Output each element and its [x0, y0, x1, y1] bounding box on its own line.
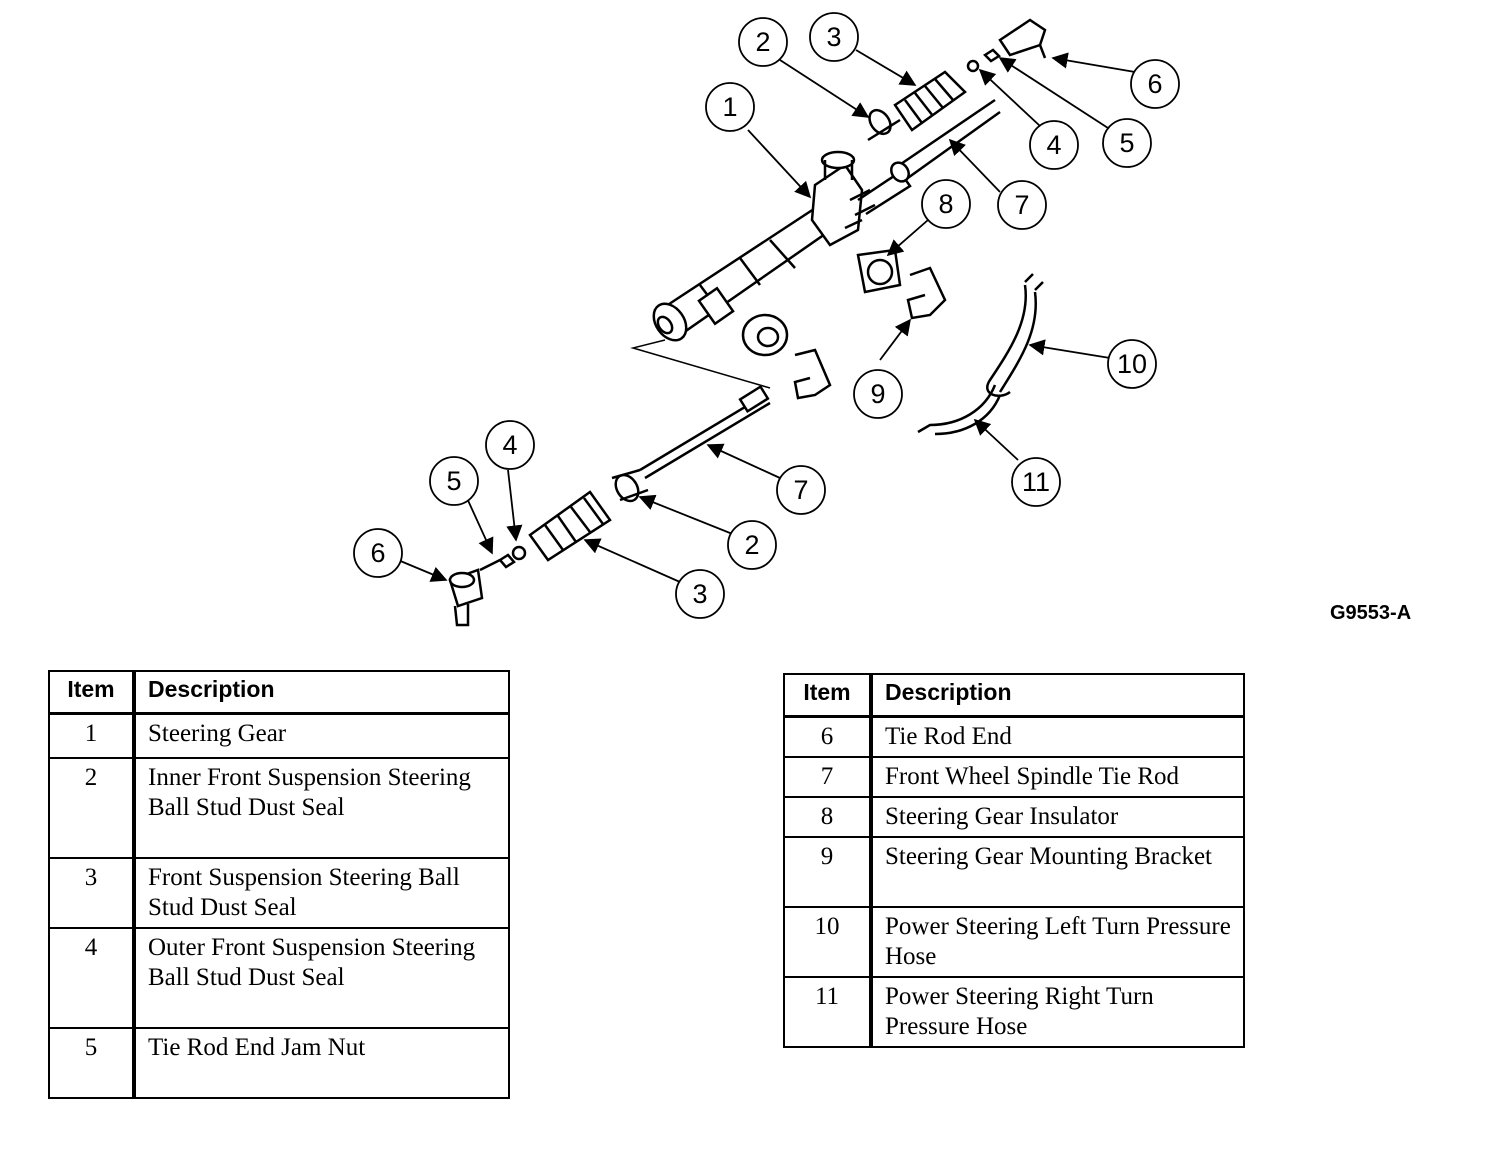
leader-arrows [397, 49, 1136, 583]
callout-7-upper: 7 [1014, 190, 1029, 220]
callout-10: 10 [1117, 349, 1147, 379]
item-column-header: Item [50, 672, 136, 715]
callout-circle [1029, 120, 1079, 170]
item-description: Power Steering Left Turn Pressure Hose [873, 908, 1245, 978]
callout-circle [1107, 339, 1157, 389]
callout-circle [738, 17, 788, 67]
item-column-header: Item [785, 675, 873, 718]
table-row: 5 Tie Rod End Jam Nut [50, 1029, 510, 1099]
callout-numbers: 1 2 3 4 5 6 7 8 9 10 11 2 3 4 5 6 7 [370, 22, 1162, 609]
table-row: 8 Steering Gear Insulator [785, 798, 1245, 838]
table-header-row: Item Description [50, 672, 510, 715]
item-number: 3 [50, 859, 136, 929]
item-number: 9 [785, 838, 873, 908]
callout-8: 8 [938, 189, 953, 219]
table-row: 9 Steering Gear Mounting Bracket [785, 838, 1245, 908]
callout-2-lower: 2 [744, 530, 759, 560]
description-column-header: Description [136, 672, 510, 715]
description-column-header: Description [873, 675, 1245, 718]
callout-3-lower: 3 [692, 579, 707, 609]
callout-7-lower: 7 [793, 475, 808, 505]
item-number: 1 [50, 715, 136, 759]
item-description: Tie Rod End [873, 718, 1245, 758]
callout-5-upper: 5 [1119, 128, 1134, 158]
parts-table-right: Item Description 6 Tie Rod End 7 Front W… [783, 673, 1245, 1048]
callout-circle [1011, 457, 1061, 507]
lower-boot-drawing [528, 490, 612, 562]
callout-circle [429, 456, 479, 506]
table-row: 3 Front Suspension Steering Ball Stud Du… [50, 859, 510, 929]
callout-3-upper: 3 [826, 22, 841, 52]
table-row: 4 Outer Front Suspension Steering Ball S… [50, 929, 510, 1029]
item-description: Front Wheel Spindle Tie Rod [873, 758, 1245, 798]
callout-5-lower: 5 [446, 466, 461, 496]
item-description: Power Steering Right Turn Pressure Hose [873, 978, 1245, 1048]
item-number: 11 [785, 978, 873, 1048]
lower-tie-rod-drawing [448, 384, 771, 627]
item-number: 4 [50, 929, 136, 1029]
item-number: 6 [785, 718, 873, 758]
table-row: 11 Power Steering Right Turn Pressure Ho… [785, 978, 1245, 1048]
exploded-steering-diagram: 1 2 3 4 5 6 7 8 9 10 11 2 3 4 5 6 7 [353, 12, 1180, 627]
callout-circle [705, 82, 755, 132]
item-description: Tie Rod End Jam Nut [136, 1029, 510, 1099]
lower-insulator-bracket-drawing [741, 313, 832, 400]
insulator-bracket-drawing [856, 248, 947, 320]
item-number: 10 [785, 908, 873, 978]
item-description: Steering Gear Insulator [873, 798, 1245, 838]
steering-gear-drawing [652, 18, 1047, 342]
callout-6-lower: 6 [370, 538, 385, 568]
item-description: Steering Gear Mounting Bracket [873, 838, 1245, 908]
callout-circle [1102, 118, 1152, 168]
callout-4-upper: 4 [1046, 130, 1061, 160]
callout-circle [776, 465, 826, 515]
item-number: 5 [50, 1029, 136, 1099]
table-row: 2 Inner Front Suspension Steering Ball S… [50, 759, 510, 859]
item-description: Outer Front Suspension Steering Ball Stu… [136, 929, 510, 1029]
callout-circle [997, 180, 1047, 230]
callout-6-upper: 6 [1147, 69, 1162, 99]
callout-circle [353, 528, 403, 578]
figure-id: G9553-A [1330, 602, 1412, 624]
table-row: 7 Front Wheel Spindle Tie Rod [785, 758, 1245, 798]
callout-circle [809, 12, 859, 62]
callout-circle [921, 179, 971, 229]
item-description: Front Suspension Steering Ball Stud Dust… [136, 859, 510, 929]
callout-11: 11 [1022, 467, 1050, 497]
callout-circles [353, 12, 1180, 619]
callout-circle [727, 520, 777, 570]
callout-circle [1130, 59, 1180, 109]
item-number: 2 [50, 759, 136, 859]
callout-4-lower: 4 [502, 430, 517, 460]
upper-boot-drawing [893, 70, 967, 132]
table-row: 10 Power Steering Left Turn Pressure Hos… [785, 908, 1245, 978]
parts-table-left: Item Description 1 Steering Gear 2 Inner… [48, 670, 510, 1099]
callout-circle [675, 569, 725, 619]
table-row: 6 Tie Rod End [785, 718, 1245, 758]
item-number: 7 [785, 758, 873, 798]
callout-2-upper: 2 [755, 27, 770, 57]
table-row: 1 Steering Gear [50, 715, 510, 759]
item-description: Inner Front Suspension Steering Ball Stu… [136, 759, 510, 859]
item-description: Steering Gear [136, 715, 510, 759]
item-number: 8 [785, 798, 873, 838]
callout-circle [485, 420, 535, 470]
callout-1: 1 [722, 92, 737, 122]
callout-circle [853, 369, 903, 419]
callout-9: 9 [870, 379, 885, 409]
leader-line [630, 339, 771, 389]
table-header-row: Item Description [785, 675, 1245, 718]
